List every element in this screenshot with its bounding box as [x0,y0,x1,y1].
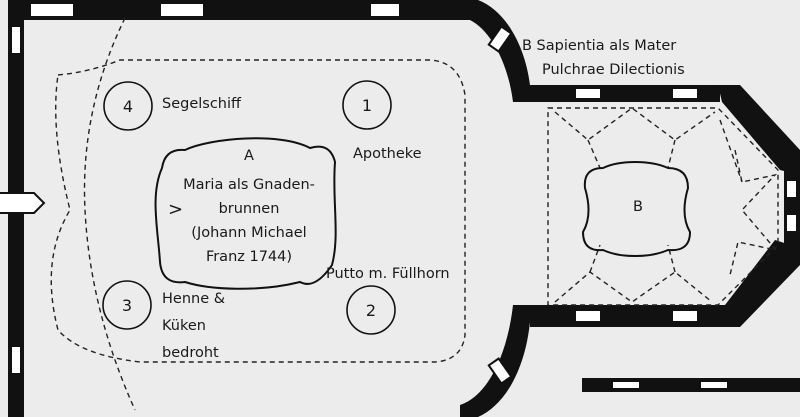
medallion-4-label: Segelschiff [162,96,242,112]
central-fresco-line-4: Franz 1744) [206,249,292,265]
medallion-2-number: 2 [366,301,376,320]
choir-zigzag-top [554,107,716,141]
window [785,213,798,233]
choir-caption-line-2: Pulchrae Dilectionis [542,62,685,78]
window [10,25,22,55]
window [29,2,75,18]
central-fresco-line-2: brunnen [219,201,280,217]
choir-end-wall [718,85,800,175]
windows [10,2,798,390]
window [699,380,729,390]
choir-bottom-wall [530,305,730,327]
entrance-arrow-icon [0,192,46,214]
nave-vault-outline [50,59,466,363]
vault-outlines [50,17,779,411]
window [611,380,641,390]
window [487,357,513,385]
nave-arc [83,17,136,411]
direction-mark: > [168,199,183,220]
choir-vault-outline [547,107,779,306]
medallions [102,80,396,335]
medallion-3-label-line-3: bedroht [162,345,219,361]
choir-diag-4 [667,244,676,273]
medallion-1-number: 1 [362,96,372,115]
window [159,2,205,18]
medallion-3-label-line-2: Küken [162,318,206,334]
medallion-4 [103,81,153,131]
choir-star-2 [719,119,743,183]
medallion-3-label-line-1: Henne & [162,291,225,307]
central-fresco-line-1: Maria als Gnaden- [183,177,315,193]
medallion-3 [102,280,152,330]
nave-apse-lower-wall [460,305,545,417]
choir-end-wall-right [784,165,800,250]
choir-fresco-frame [581,161,692,257]
window [671,309,699,323]
choir-end-wall-lower [725,240,800,327]
central-fresco-frame [154,137,337,290]
nave-apse-upper-wall [470,0,545,102]
window [10,345,22,375]
central-fresco-letter: A [244,148,254,164]
nave-top-wall [8,0,478,20]
choir-diag-1 [587,139,601,169]
medallion-2 [346,285,396,335]
medallion-4-number: 4 [123,97,133,116]
window [487,25,513,53]
medallion-1 [342,80,392,130]
window [574,309,602,323]
medallion-1-label: Apotheke [353,146,422,162]
medallion-3-number: 3 [122,296,132,315]
choir-caption-line-1: B Sapientia als Mater [522,38,676,54]
choir-diag-2 [667,139,676,169]
choir-fresco-letter: B [633,199,643,215]
window [671,87,699,100]
medallion-2-label: Putto m. Füllhorn [326,266,450,282]
window [369,2,401,18]
central-fresco-line-3: (Johann Michael [191,225,306,241]
window [574,87,602,100]
choir-zigzag-bottom [554,271,713,303]
choir-diag-3 [589,244,601,273]
window [785,179,798,199]
